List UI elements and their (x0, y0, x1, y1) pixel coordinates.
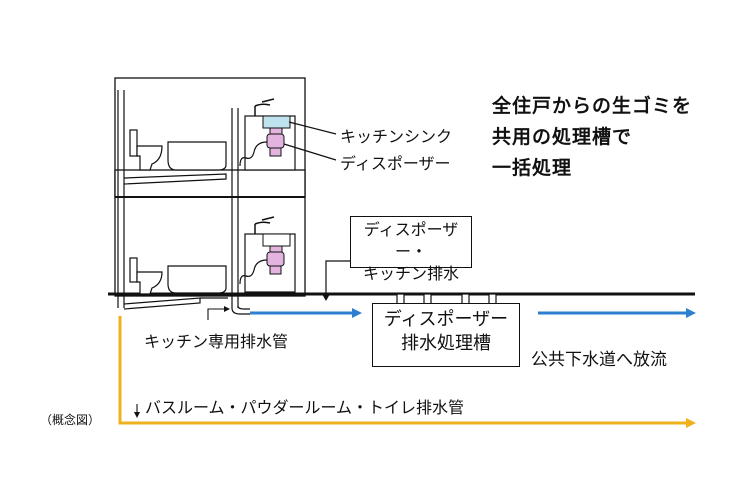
tank-line-1: ディスポーザー (383, 309, 509, 330)
bath-drain-stack (117, 90, 125, 308)
callout-pointer-arrow (322, 294, 330, 301)
disposer-lower (266, 245, 285, 275)
toilet-lower (129, 257, 163, 295)
kitchen-pipe-pointer-arrow (224, 306, 230, 312)
disposer-trap-lower (239, 259, 268, 285)
disposer-upper (266, 127, 285, 157)
label-kitchen-sink: キッチンシンク (340, 127, 453, 146)
kitchen-flow-arrow (352, 308, 362, 318)
label-public-sewer: 公共下水道へ放流 (531, 350, 667, 370)
bath-flow-line (118, 316, 686, 425)
label-concept-note: （概念図） (40, 413, 101, 427)
label-disposer: ディスポーザー (340, 154, 451, 173)
label-bath-pipe: バスルーム・パウダールーム・トイレ排水管 (145, 398, 465, 417)
headline-line-1: 全住戸からの生ゴミを (492, 95, 693, 117)
bathtub-upper (167, 141, 227, 171)
bath-branch-upper (123, 173, 227, 185)
disposer-trap-upper (239, 141, 268, 167)
toilet-upper (129, 129, 163, 171)
treatment-tank: ディスポーザー 排水処理槽 (372, 303, 520, 367)
headline-line-3: 一括処理 (492, 157, 573, 179)
bath-pipe-pointer-arrow (134, 412, 140, 418)
bathtub-lower (167, 265, 227, 294)
kitchen-sink-upper (262, 115, 291, 129)
callout-pointer (325, 260, 350, 294)
faucet-lower-icon (254, 216, 275, 234)
disposer-drain-line-2: キッチン排水 (362, 264, 459, 283)
leader-kitchen-sink (288, 121, 337, 135)
headline: 全住戸からの生ゴミを 共用の処理槽で 一括処理 (492, 91, 692, 184)
tank-line-2: 排水処理槽 (401, 333, 491, 354)
kitchen-pipe-pointer (207, 308, 224, 320)
kitchen-sink-lower (262, 233, 291, 247)
disposer-drain-line-1: ディスポーザー・ (363, 220, 459, 261)
bath-flow-arrow (686, 418, 696, 428)
sewer-flow-arrow (686, 308, 696, 318)
bath-branch-lower (123, 297, 228, 310)
leader-disposer (283, 143, 337, 161)
headline-line-2: 共用の処理槽で (492, 126, 633, 148)
label-kitchen-pipe: キッチン専用排水管 (144, 332, 289, 351)
kitchen-drain-stack (231, 108, 250, 315)
faucet-upper-icon (254, 98, 275, 116)
disposer-drain-callout: ディスポーザー・ キッチン排水 (350, 216, 472, 283)
